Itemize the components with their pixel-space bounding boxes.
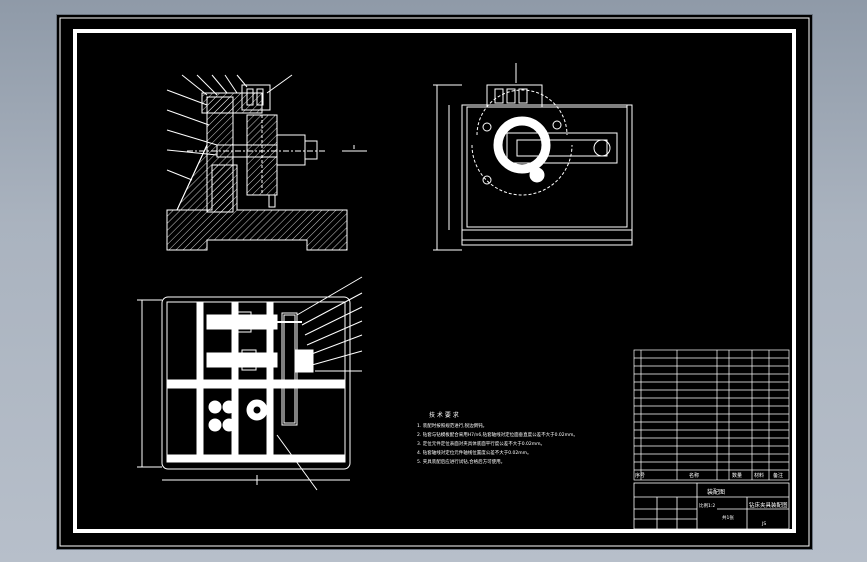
drawing-canvas: 技 术 要 求 1. 装配时按照规范进行,锐边倒钝。 2. 钻套与钻模板配合采用… [59, 17, 810, 547]
tech-req-line: 5. 夹具装配后应进行试钻,合格后方可使用。 [417, 458, 505, 465]
cad-drawing-viewport[interactable]: 技 术 要 求 1. 装配时按照规范进行,锐边倒钝。 2. 钻套与钻模板配合采用… [56, 14, 813, 550]
side-view [433, 63, 633, 251]
drawing-code: JS [761, 521, 766, 527]
header-note: 备注 [773, 472, 783, 479]
tech-req-line: 4. 钻套轴线对定位元件轴线位置度公差不大于0.02mm。 [417, 449, 532, 456]
drawing-title: 钻床夹具装配图 [749, 501, 788, 509]
header-name: 名称 [689, 472, 699, 479]
parts-list-header: 序号 名称 数量 材料 备注 [635, 472, 783, 479]
header-material: 材料 [754, 472, 764, 479]
tech-req-line: 2. 钻套与钻模板配合采用H7/n6,钻套轴线对定位面垂直度公差不大于0.02m… [417, 431, 578, 438]
technical-requirements: 技 术 要 求 1. 装配时按照规范进行,锐边倒钝。 2. 钻套与钻模板配合采用… [417, 411, 578, 465]
sheet-inner-border [73, 29, 796, 533]
scale-label: 比例1:2 [699, 502, 715, 509]
header-no: 序号 [635, 472, 645, 479]
tech-req-line: 3. 定位元件定位表面对夹具体底面平行度公差不大于0.02mm。 [417, 440, 545, 447]
sheet-count: 共1张 [722, 514, 734, 521]
drawing-title-short: 装配图 [707, 488, 725, 496]
sheet-outer-border [59, 17, 810, 547]
title-block-text: 装配图 钻床夹具装配图 比例1:2 共1张 JS [699, 488, 788, 527]
tech-req-line: 1. 装配时按照规范进行,锐边倒钝。 [417, 422, 487, 429]
tech-req-heading: 技 术 要 求 [429, 411, 459, 419]
header-qty: 数量 [732, 472, 742, 479]
front-view [166, 74, 367, 251]
top-view [137, 276, 363, 491]
title-block [633, 482, 790, 530]
parts-list-table [633, 349, 790, 481]
